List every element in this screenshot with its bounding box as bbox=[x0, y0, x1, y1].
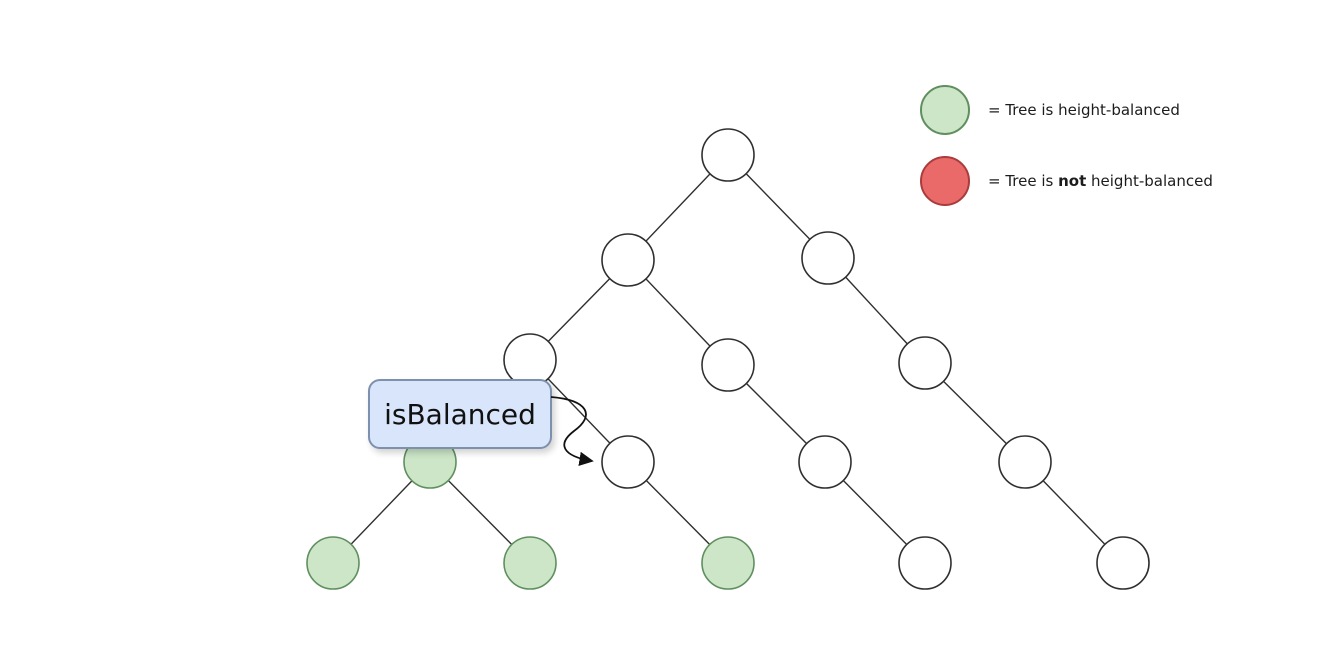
tree-edge-LR-LRR bbox=[727, 364, 826, 463]
tree-edge-L-LL bbox=[529, 259, 629, 361]
tree-node-L bbox=[601, 233, 655, 287]
tree-edge-LLL-LLLR bbox=[429, 461, 531, 564]
tree-edge-L-LR bbox=[627, 259, 729, 366]
tree-node-LRR bbox=[798, 435, 852, 489]
tree-edge-root-R bbox=[727, 154, 829, 259]
tree-node-LLLR bbox=[503, 536, 557, 590]
balanced-node-icon bbox=[920, 85, 970, 135]
callout-arrow-path bbox=[550, 396, 594, 467]
legend-balanced-prefix: = Tree is bbox=[988, 101, 1059, 119]
tree-edges bbox=[332, 154, 1124, 564]
tree-edge-RRR-RRRR bbox=[1024, 461, 1124, 564]
tree-node-LR bbox=[701, 338, 755, 392]
tree-node-LLLL bbox=[306, 536, 360, 590]
legend-balanced-suffix: height-balanced bbox=[1058, 101, 1180, 119]
tree-node-RRR bbox=[998, 435, 1052, 489]
tree-edge-LRR-LRRR bbox=[824, 461, 926, 564]
tree-node-LLRR bbox=[701, 536, 755, 590]
legend-not-balanced-suffix: height-balanced bbox=[1086, 172, 1213, 190]
tree-node-RR bbox=[898, 336, 952, 390]
tree-edge-RR-RRR bbox=[924, 362, 1026, 463]
legend-text-balanced: = Tree is height-balanced bbox=[988, 101, 1180, 119]
isbalanced-callout: isBalanced bbox=[368, 379, 552, 449]
tree-node-R bbox=[801, 231, 855, 285]
not-balanced-node-icon bbox=[920, 156, 970, 206]
legend-text-not-balanced: = Tree is not height-balanced bbox=[988, 172, 1213, 190]
tree-edge-LLL-LLLL bbox=[332, 461, 431, 564]
tree-node-root bbox=[701, 128, 755, 182]
legend-not-balanced-bold: not bbox=[1058, 172, 1087, 190]
tree-edge-R-RR bbox=[827, 257, 926, 364]
tree-node-LLR bbox=[601, 435, 655, 489]
legend-item-balanced: = Tree is height-balanced bbox=[920, 85, 1213, 135]
legend-not-balanced-prefix: = Tree is bbox=[988, 172, 1059, 190]
tree-edge-root-L bbox=[627, 154, 729, 261]
tree-edge-LLR-LLRR bbox=[627, 461, 729, 564]
tree-node-RRRR bbox=[1096, 536, 1150, 590]
legend: = Tree is height-balanced = Tree is not … bbox=[920, 85, 1213, 206]
isbalanced-callout-text: isBalanced bbox=[384, 397, 536, 431]
tree-node-LRRR bbox=[898, 536, 952, 590]
legend-item-not-balanced: = Tree is not height-balanced bbox=[920, 156, 1213, 206]
